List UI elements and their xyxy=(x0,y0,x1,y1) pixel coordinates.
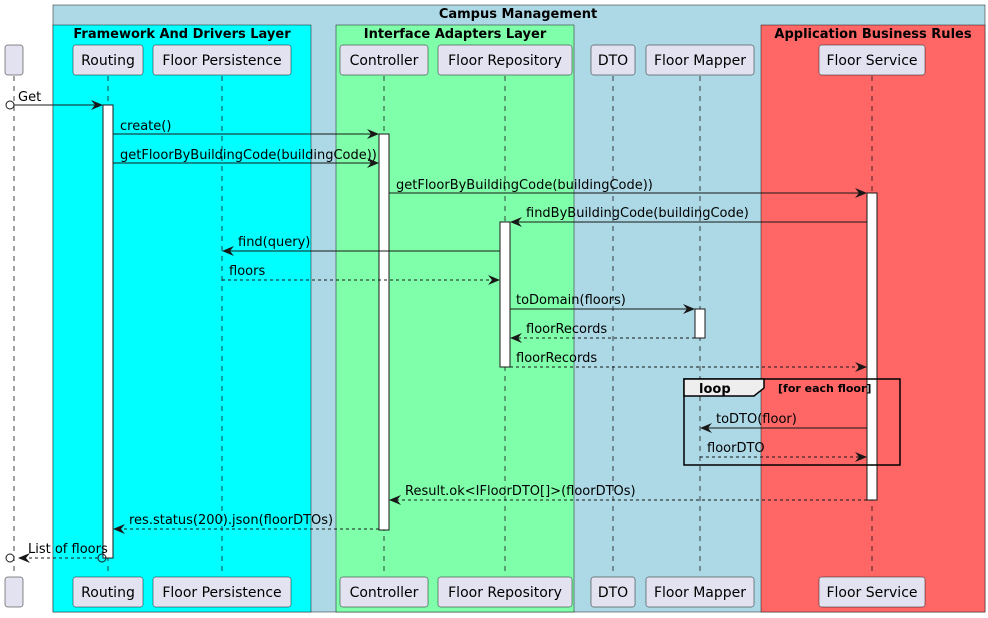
activation-mapper xyxy=(694,308,706,339)
participant-controller-footer: Controller xyxy=(339,576,429,608)
participant-label: Floor Service xyxy=(826,585,917,601)
message-create: create() xyxy=(113,119,379,139)
message-find-by-building-code: findByBuildingCode(buildingCode) xyxy=(510,206,867,227)
participant-label: Floor Repository xyxy=(448,53,562,69)
activation-repository xyxy=(499,221,511,368)
participant-floor-repository: Floor Repository xyxy=(437,44,573,76)
group-boxes: Campus Management Framework And Drivers … xyxy=(52,4,986,613)
loop-fragment: loop [for each floor] xyxy=(683,378,901,466)
participant-dto: DTO xyxy=(590,44,636,76)
message-get-floor-controller: getFloorByBuildingCode(buildingCode)) xyxy=(389,178,867,198)
participant-label: Floor Persistence xyxy=(162,53,281,69)
campus-management-title: Campus Management xyxy=(439,7,597,22)
participant-label: Floor Service xyxy=(826,53,917,69)
message-to-domain: toDomain(floors) xyxy=(510,293,695,314)
participant-actor xyxy=(4,44,24,76)
loop-condition: [for each floor] xyxy=(778,382,871,395)
participant-label: Routing xyxy=(81,585,135,601)
message-floors-return: floors xyxy=(222,264,500,285)
participant-floor-mapper-footer: Floor Mapper xyxy=(645,576,755,608)
message-label: getFloorByBuildingCode(buildingCode)) xyxy=(120,148,377,163)
message-label: floorRecords xyxy=(516,351,597,366)
participant-headers-bottom: Routing Floor Persistence Controller Flo… xyxy=(4,576,926,608)
activation-controller xyxy=(378,133,390,531)
activations xyxy=(102,104,878,559)
participant-label: Floor Mapper xyxy=(654,53,746,69)
loop-frame xyxy=(683,378,901,466)
messages: Get create() getFloorByBuildingCode(buil… xyxy=(5,90,867,563)
participant-controller: Controller xyxy=(339,44,429,76)
message-label: floorDTO xyxy=(707,441,765,456)
interface-adapters-box xyxy=(335,24,575,613)
participant-routing: Routing xyxy=(72,44,144,76)
message-label: Get xyxy=(18,90,41,105)
message-label: toDTO(floor) xyxy=(716,412,797,427)
participant-floor-repository-footer: Floor Repository xyxy=(437,576,573,608)
message-label: find(query) xyxy=(238,235,310,250)
message-floor-records-repository: floorRecords xyxy=(510,351,867,372)
loop-tab xyxy=(683,378,765,397)
participant-headers-top: Routing Floor Persistence Controller Flo… xyxy=(4,44,926,76)
message-label: floors xyxy=(229,264,265,279)
message-result-ok: Result.ok<IFloorDTO[]>(floorDTOs) xyxy=(389,484,867,505)
message-list-of-floors: List of floors xyxy=(5,542,108,563)
message-find-query: find(query) xyxy=(222,235,500,256)
participant-floor-mapper: Floor Mapper xyxy=(645,44,755,76)
message-floor-records-mapper: floorRecords xyxy=(510,322,695,343)
message-label: toDomain(floors) xyxy=(516,293,626,308)
message-get: Get xyxy=(5,90,103,110)
message-label: res.status(200).json(floorDTOs) xyxy=(129,513,333,528)
message-label: getFloorByBuildingCode(buildingCode)) xyxy=(396,178,653,193)
message-floor-dto: floorDTO xyxy=(700,441,867,462)
participant-label: Controller xyxy=(350,585,419,601)
participant-floor-persistence: Floor Persistence xyxy=(152,44,292,76)
activation-routing xyxy=(102,104,114,559)
participant-actor-footer xyxy=(4,576,24,608)
participant-dto-footer: DTO xyxy=(590,576,636,608)
message-label: Result.ok<IFloorDTO[]>(floorDTOs) xyxy=(405,484,636,499)
message-label: findByBuildingCode(buildingCode) xyxy=(526,206,749,221)
message-label: List of floors xyxy=(28,542,108,557)
message-label: floorRecords xyxy=(526,322,607,337)
participant-label: DTO xyxy=(598,53,628,69)
participant-label: Routing xyxy=(81,53,135,69)
participant-label: DTO xyxy=(598,585,628,601)
message-res-status: res.status(200).json(floorDTOs) xyxy=(113,513,379,534)
participant-floor-service-footer: Floor Service xyxy=(818,576,926,608)
participant-label: Floor Mapper xyxy=(654,585,746,601)
participant-label: Floor Repository xyxy=(448,585,562,601)
message-label: create() xyxy=(120,119,171,134)
participant-routing-footer: Routing xyxy=(72,576,144,608)
business-rules-title: Application Business Rules xyxy=(774,27,971,42)
participant-label: Floor Persistence xyxy=(162,585,281,601)
message-to-dto: toDTO(floor) xyxy=(700,412,867,433)
participant-floor-persistence-footer: Floor Persistence xyxy=(152,576,292,608)
interface-adapters-title: Interface Adapters Layer xyxy=(364,27,547,42)
loop-keyword: loop xyxy=(699,382,731,397)
framework-drivers-title: Framework And Drivers Layer xyxy=(73,27,291,42)
message-get-floor-routing: getFloorByBuildingCode(buildingCode)) xyxy=(113,148,379,168)
framework-drivers-box xyxy=(52,24,312,613)
participant-label: Controller xyxy=(350,53,419,69)
activation-service xyxy=(866,192,878,501)
participant-floor-service: Floor Service xyxy=(818,44,926,76)
